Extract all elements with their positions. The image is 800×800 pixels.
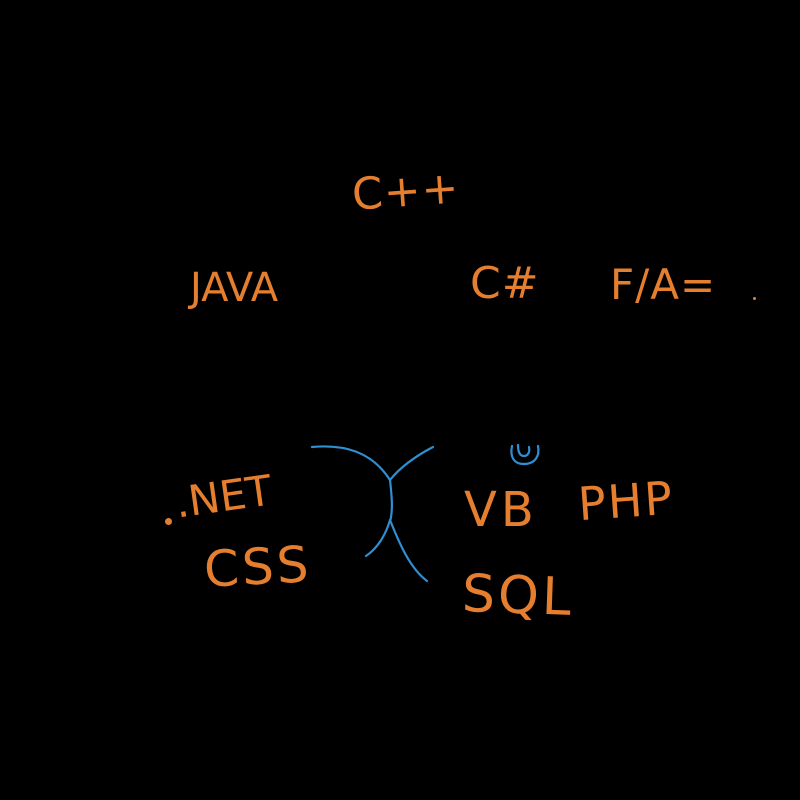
figure-head (510, 443, 540, 466)
figure-left-arm (310, 445, 392, 482)
figure-left-leg (364, 518, 392, 558)
stray-dot (753, 297, 756, 300)
label-fsharp: F/A= (610, 260, 717, 309)
figure-body (388, 478, 393, 524)
label-csharp: C# (470, 258, 540, 309)
figure-right-leg (388, 518, 429, 583)
net-dot (165, 518, 172, 525)
label-java: JAVA (190, 265, 279, 311)
label-vb: VB (464, 482, 538, 538)
figure-right-arm (388, 445, 435, 482)
